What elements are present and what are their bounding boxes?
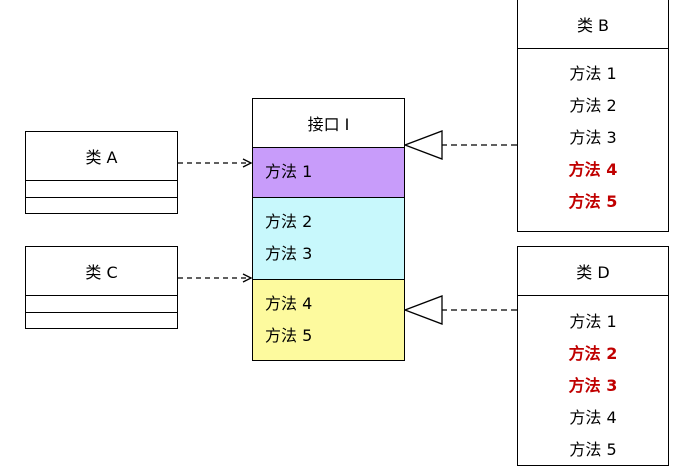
class-c-box: 类 C [25, 246, 178, 329]
class-a-method-divider [26, 197, 177, 198]
class-a-box: 类 A [25, 131, 178, 214]
class-d-box: 类 D 方法 1 方法 2 方法 3 方法 4 方法 5 [517, 246, 669, 466]
class-c-method-divider [26, 312, 177, 313]
interface-method-2: 方法 2 [265, 212, 313, 231]
realization-triangle-d [403, 295, 443, 325]
class-b-method-2: 方法 2 [569, 96, 617, 115]
class-d-method-3: 方法 3 [568, 376, 618, 395]
class-b-method-5: 方法 5 [568, 192, 618, 211]
class-d-title: 类 D [576, 263, 610, 282]
class-a-title: 类 A [85, 148, 118, 167]
class-b-title: 类 B [576, 16, 610, 35]
class-b-box: 类 B 方法 1 方法 2 方法 3 方法 4 方法 5 [517, 0, 669, 232]
class-b-divider [518, 48, 668, 49]
class-d-method-list: 方法 1 方法 2 方法 3 方法 4 方法 5 [518, 306, 668, 466]
realization-triangle-b [403, 130, 443, 160]
class-b-method-1: 方法 1 [569, 64, 617, 83]
interface-i-box: 接口 I 方法 1 方法 2 方法 3 方法 4 方法 5 [252, 98, 405, 361]
interface-section-3: 方法 4 方法 5 [253, 279, 404, 360]
class-d-divider [518, 295, 668, 296]
interface-i-title: 接口 I [307, 115, 350, 134]
class-a-attr-divider [26, 180, 177, 181]
class-b-method-3: 方法 3 [569, 128, 617, 147]
interface-section-1: 方法 1 [253, 147, 404, 197]
interface-method-3: 方法 3 [265, 244, 313, 263]
class-d-method-5: 方法 5 [569, 440, 617, 459]
interface-section-2: 方法 2 方法 3 [253, 197, 404, 279]
class-b-method-list: 方法 1 方法 2 方法 3 方法 4 方法 5 [518, 58, 668, 218]
class-c-attr-divider [26, 295, 177, 296]
class-d-method-4: 方法 4 [569, 408, 617, 427]
interface-method-4: 方法 4 [265, 294, 313, 313]
class-c-title: 类 C [85, 263, 118, 282]
interface-method-1: 方法 1 [265, 162, 313, 181]
class-d-method-1: 方法 1 [569, 312, 617, 331]
interface-method-5: 方法 5 [265, 326, 313, 345]
class-d-method-2: 方法 2 [568, 344, 618, 363]
class-b-method-4: 方法 4 [568, 160, 618, 179]
